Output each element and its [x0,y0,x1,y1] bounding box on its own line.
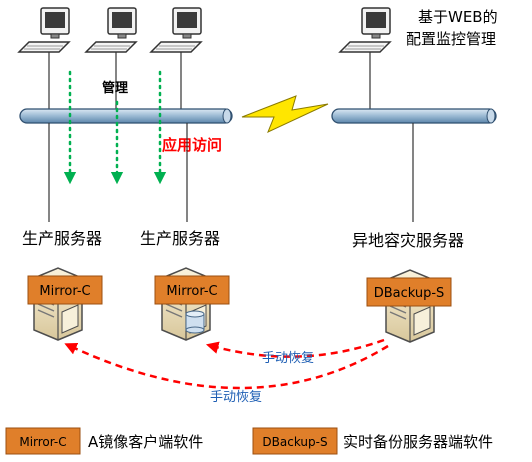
app-access-label: 应用访问 [162,136,222,154]
dr-server-label: 异地容灾服务器 [352,231,464,250]
mirror-c-tag-1: Mirror-C [27,275,103,305]
svg-text:Mirror-C: Mirror-C [39,284,90,299]
svg-text:DBackup-S: DBackup-S [262,435,327,449]
legend-dbackup-tag: DBackup-S [252,427,338,455]
workstation-icon [150,7,202,53]
svg-text:Mirror-C: Mirror-C [166,284,217,299]
workstation-icon [85,7,137,53]
legend: Mirror-C A镜像客户端软件 DBackup-S 实时备份服务器端软件 [5,427,493,455]
restore-arrow-1 [64,342,389,390]
management-label: 管理 [102,80,128,96]
workstation-icon [339,7,391,53]
legend-dbackup-desc: 实时备份服务器端软件 [343,433,493,451]
mirror-c-tag-2: Mirror-C [154,275,230,305]
workstation-icon [18,7,70,53]
svg-text:DBackup-S: DBackup-S [374,286,445,301]
dbackup-s-tag: DBackup-S [366,277,452,307]
manual-restore-label-1: 手动恢复 [210,390,262,405]
database-icon [185,310,205,334]
prod-server-2-label: 生产服务器 [140,229,220,248]
legend-mirror-tag: Mirror-C [5,427,81,455]
restore-arrow-2 [205,338,385,358]
left-network-bus [19,108,233,124]
lightning-icon [241,95,329,133]
svg-text:Mirror-C: Mirror-C [19,435,66,449]
manual-restore-label-2: 手动恢复 [262,351,314,366]
legend-mirror-desc: A镜像客户端软件 [88,433,203,451]
right-network-bus [331,108,497,124]
prod-server-1-label: 生产服务器 [22,229,102,248]
web-console-label-line1: 基于WEB的 [418,8,498,26]
web-console-label-line2: 配置监控管理 [406,30,496,48]
